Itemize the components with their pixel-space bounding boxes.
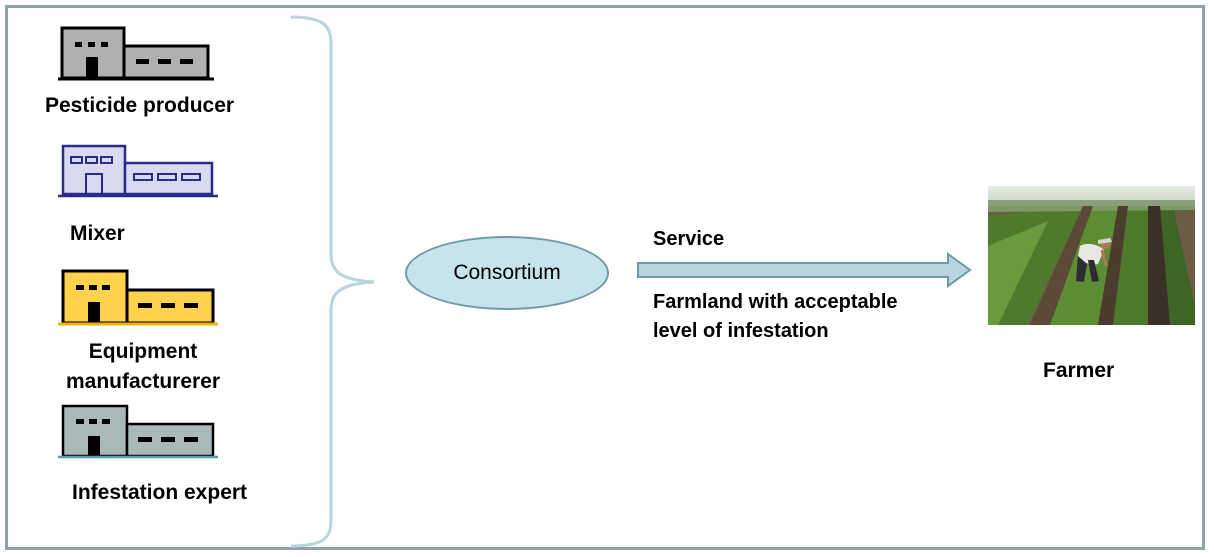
service-description: Farmland with acceptable level of infest… xyxy=(653,291,898,342)
consortium-node: Consortium xyxy=(405,236,609,310)
grouping-brace xyxy=(286,14,386,555)
provider-label-mixer: Mixer xyxy=(70,222,125,245)
farmer-label: Farmer xyxy=(1043,359,1115,382)
provider-label-equipment-manufacturer: Equipment manufacturerer xyxy=(66,340,221,393)
farmer-field-photo xyxy=(988,186,1195,325)
equipment-manufacturer-factory-icon xyxy=(58,268,218,328)
consortium-label: Consortium xyxy=(453,261,561,284)
provider-label-pesticide-producer: Pesticide producer xyxy=(45,94,235,117)
mixer-factory-icon xyxy=(58,144,218,200)
provider-label-infestation-expert: Infestation expert xyxy=(72,481,248,504)
pesticide-producer-factory-icon xyxy=(58,26,214,82)
service-label: Service xyxy=(653,228,725,250)
infestation-expert-factory-icon xyxy=(58,403,218,461)
service-arrow xyxy=(636,252,976,293)
